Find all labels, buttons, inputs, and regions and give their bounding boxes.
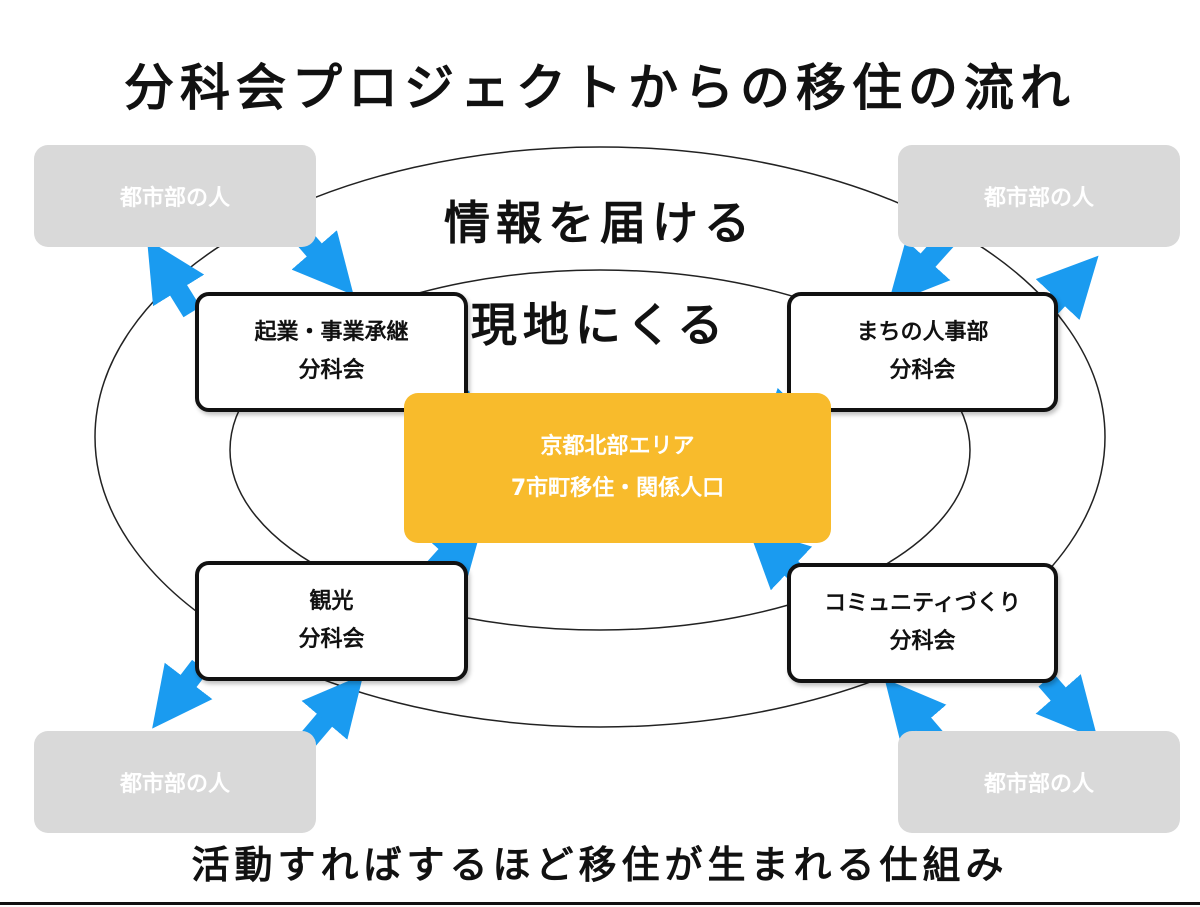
city-label: 都市部の人 [119, 772, 230, 797]
group-label-line1: 観光 [309, 589, 354, 614]
page-title: 分科会プロジェクトからの移住の流れ [124, 59, 1076, 117]
city-box-bottom-right: 都市部の人 [898, 731, 1180, 833]
outer-ring [94, 146, 1106, 728]
inner-ring [229, 269, 971, 631]
center-area-box: 京都北部エリア 7市町移住・関係人口 [404, 393, 831, 543]
group-label-line2: 分科会 [889, 629, 956, 654]
bottom-divider [0, 902, 1200, 905]
arrow-out-bottom-right-city [1035, 673, 1098, 740]
city-label: 都市部の人 [119, 186, 230, 211]
hr-group-box: まちの人事部 分科会 [787, 292, 1058, 412]
city-label: 都市部の人 [983, 772, 1094, 797]
inner-ring-label: 現地にくる [470, 298, 730, 352]
community-group-box: コミュニティづくり 分科会 [787, 563, 1058, 683]
group-label-line2: 分科会 [298, 627, 365, 652]
city-label: 都市部の人 [983, 186, 1094, 211]
center-label-line1: 京都北部エリア [540, 434, 695, 459]
city-box-top-right: 都市部の人 [898, 145, 1180, 247]
outer-ring-label: 情報を届ける [444, 196, 756, 250]
group-label-line2: 分科会 [889, 358, 956, 383]
startup-group-box: 起業・事業承継 分科会 [195, 292, 468, 412]
center-label-line2: 7市町移住・関係人口 [510, 476, 725, 501]
arrow-out-top-left-city [147, 239, 205, 318]
city-box-bottom-left: 都市部の人 [34, 731, 316, 833]
group-label-line1: 起業・事業承継 [254, 320, 409, 345]
group-label-line1: コミュニティづくり [824, 591, 1021, 616]
group-label-line1: まちの人事部 [856, 320, 989, 345]
city-box-top-left: 都市部の人 [34, 145, 316, 247]
group-label-line2: 分科会 [298, 358, 365, 383]
tourism-group-box: 観光 分科会 [195, 561, 468, 681]
footer-caption: 活動すればするほど移住が生まれる仕組み [191, 843, 1009, 887]
